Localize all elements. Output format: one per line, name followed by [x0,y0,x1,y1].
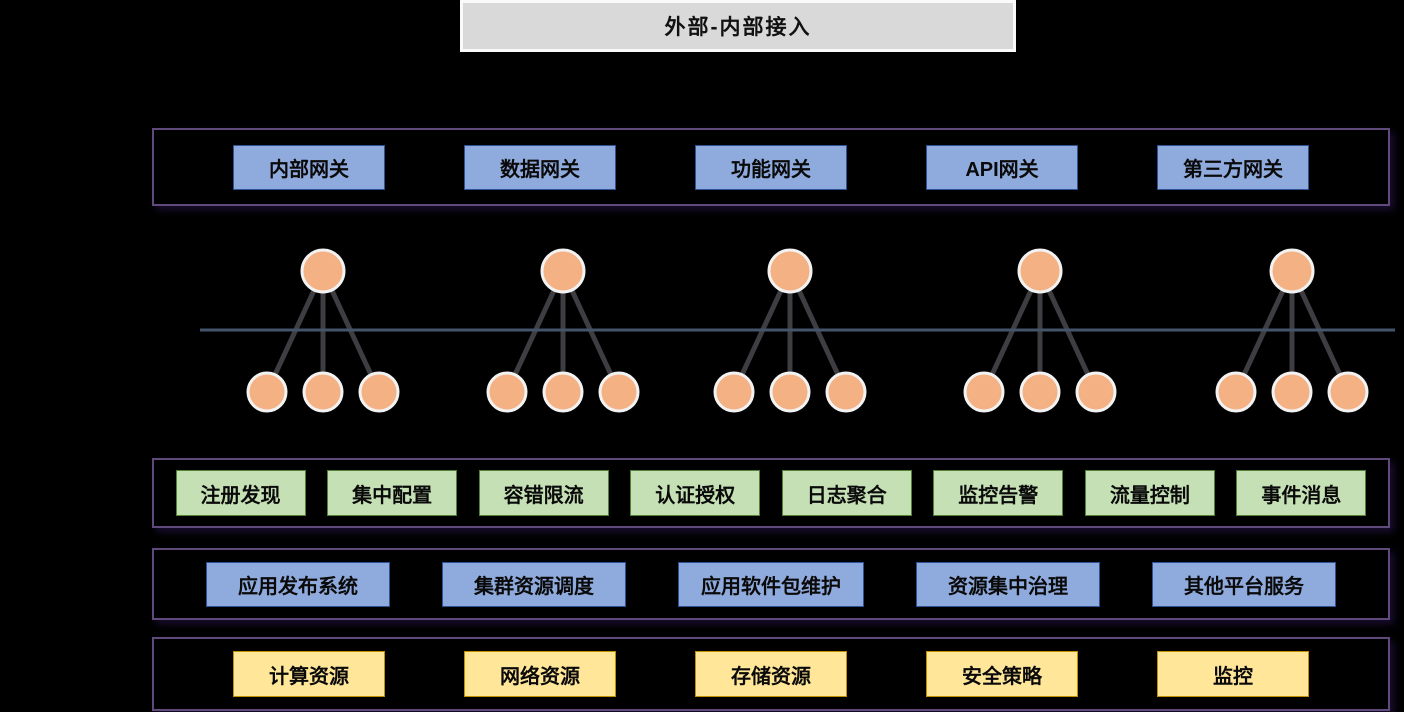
service-box: 监控告警 [933,470,1064,516]
cluster-root-node [767,248,813,294]
infrastructure-band: 计算资源 网络资源 存储资源 安全策略 监控 [152,637,1390,711]
resource-box: 安全策略 [926,651,1078,697]
resource-box: 监控 [1157,651,1309,697]
service-box: 事件消息 [1236,470,1367,516]
gateway-box: 功能网关 [695,144,847,190]
cluster-child-node [358,371,400,413]
service-governance-band: 注册发现集中配置容错限流认证授权日志聚合监控告警流量控制事件消息 [152,458,1390,528]
cluster-child-node [598,371,640,413]
cluster-root-node [1017,248,1063,294]
cluster-child-node [1327,371,1369,413]
platform-box: 资源集中治理 [916,561,1100,607]
platform-box: 应用发布系统 [206,561,390,607]
service-box: 注册发现 [175,470,306,516]
gateway-box: API网关 [926,144,1078,190]
resource-box: 存储资源 [695,651,847,697]
resource-box: 计算资源 [233,651,385,697]
service-box: 日志聚合 [781,470,912,516]
gateway-box: 内部网关 [233,144,385,190]
gateway-box: 第三方网关 [1157,144,1309,190]
platform-box: 集群资源调度 [442,561,626,607]
cluster-child-node [246,371,288,413]
cluster-root-node [300,248,346,294]
gateway-band: 内部网关 数据网关 功能网关 API网关 第三方网关 [152,128,1390,206]
cluster-child-node [1215,371,1257,413]
cluster-child-node [769,371,811,413]
cluster-child-node [542,371,584,413]
cluster-root-node [540,248,586,294]
cluster-child-node [825,371,867,413]
service-box: 认证授权 [630,470,761,516]
cluster-child-node [963,371,1005,413]
cluster-child-node [1271,371,1313,413]
platform-service-band: 应用发布系统 集群资源调度 应用软件包维护 资源集中治理 其他平台服务 [152,548,1390,620]
platform-box: 其他平台服务 [1152,561,1336,607]
diagram-title: 外部-内部接入 [460,0,1016,52]
service-box: 容错限流 [478,470,609,516]
service-box: 流量控制 [1084,470,1215,516]
cluster-child-node [486,371,528,413]
cluster-root-node [1269,248,1315,294]
cluster-child-node [1019,371,1061,413]
cluster-child-node [713,371,755,413]
gateway-box: 数据网关 [464,144,616,190]
cluster-child-node [302,371,344,413]
platform-box: 应用软件包维护 [678,561,864,607]
resource-box: 网络资源 [464,651,616,697]
service-box: 集中配置 [327,470,458,516]
cluster-child-node [1075,371,1117,413]
